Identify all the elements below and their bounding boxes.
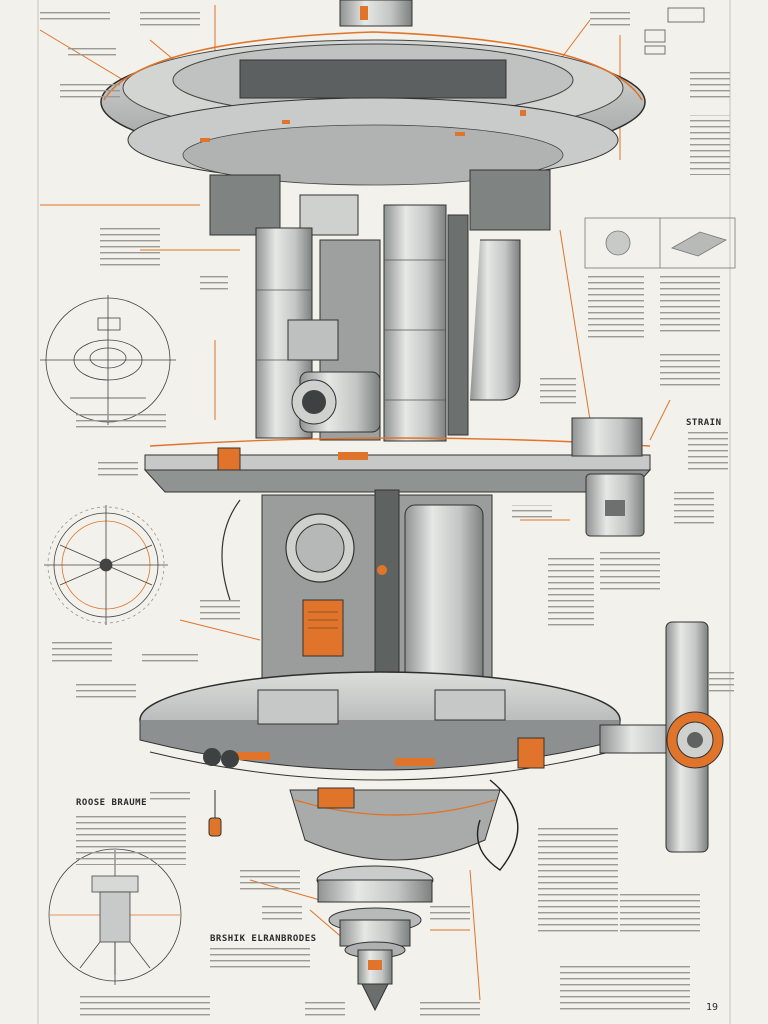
top-right-schematics bbox=[644, 7, 705, 55]
left-schematic-3 bbox=[48, 848, 182, 985]
left-schematic-2 bbox=[44, 505, 168, 625]
annotation-text-lines bbox=[40, 8, 734, 1020]
side-section-heading: STRAIN bbox=[686, 418, 722, 428]
detail-panel bbox=[584, 217, 736, 269]
station-body bbox=[100, 0, 724, 1012]
lower-left-section-heading: ROOSE BRAUME bbox=[76, 798, 148, 808]
page-number: 19 bbox=[706, 1002, 719, 1013]
lower-center-section-heading: BRSHIK ELRANBRODES bbox=[210, 934, 317, 944]
left-schematic-1 bbox=[40, 295, 176, 425]
